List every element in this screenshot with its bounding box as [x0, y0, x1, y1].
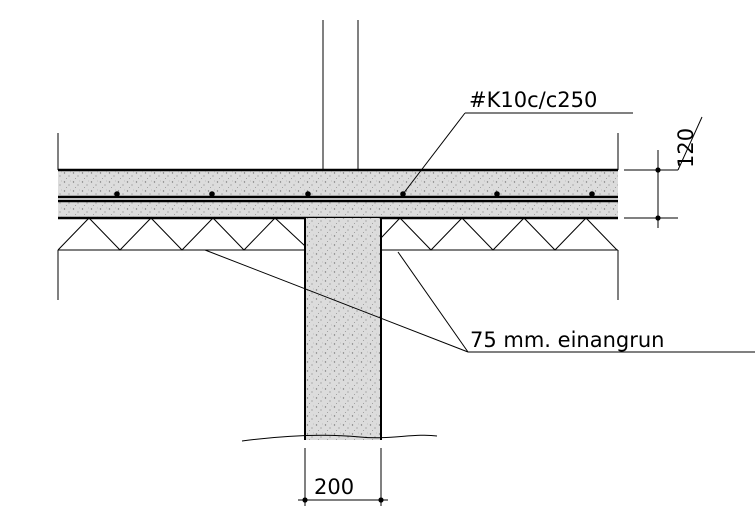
slab-dimension-label: 120 [674, 128, 698, 168]
upper-wall [322, 20, 359, 170]
concrete-slab [58, 168, 618, 220]
rebar-label: #K10c/c250 [469, 88, 597, 112]
wall-dimension-label: 200 [314, 475, 354, 499]
insulation-callout: 75 mm. einangrun [204, 249, 755, 353]
slab-dimension: 120 [624, 116, 703, 228]
ground-break-line [241, 434, 438, 442]
insulation-label: 75 mm. einangrun [470, 328, 665, 352]
boundary-lines [57, 133, 619, 300]
rebar-mesh [58, 191, 618, 203]
lower-wall [304, 218, 382, 440]
wall-dimension: 200 [298, 448, 388, 506]
insulation-layer [57, 217, 618, 251]
rebar-callout: #K10c/c250 [402, 88, 633, 195]
